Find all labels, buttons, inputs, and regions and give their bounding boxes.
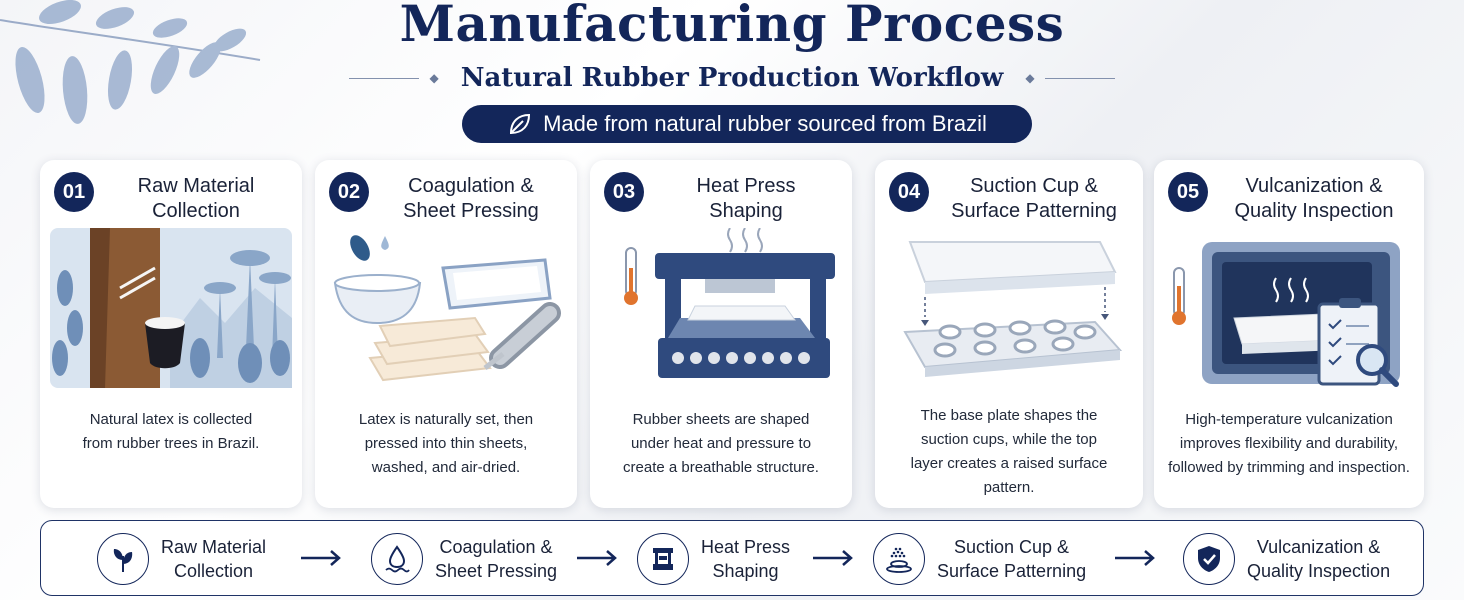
flow-step-raw-material: Raw Material Collection	[97, 529, 266, 589]
step-card-heat-press: 03 Heat Press Shaping Rubber sheets are …	[590, 160, 852, 508]
step-description: The base plate shapes the suction cups, …	[887, 404, 1131, 500]
desc-line: washed, and air-dried.	[371, 459, 521, 476]
flow-step-suction-cup: Suction Cup & Surface Patterning	[873, 529, 1086, 589]
rubber-tree-illustration	[50, 228, 292, 388]
page-title: Manufacturing Process	[399, 0, 1065, 53]
step-title-line: Sheet Pressing	[403, 200, 539, 222]
divider	[1044, 77, 1115, 79]
desc-line: pressed into thin sheets,	[364, 435, 528, 452]
desc-line: High-temperature vulcanization	[1185, 411, 1393, 428]
desc-line: The base plate shapes the	[920, 407, 1098, 424]
arrow-right-icon	[1115, 550, 1155, 566]
step-number: 02	[329, 172, 369, 212]
arrow-right-icon	[577, 550, 617, 566]
flow-label-line: Quality Inspection	[1247, 561, 1391, 581]
step-title: Coagulation & Sheet Pressing	[375, 174, 567, 224]
flow-label-line: Heat Press	[701, 537, 791, 557]
step-number: 04	[889, 172, 929, 212]
step-title-line: Heat Press	[696, 175, 796, 197]
step-card-vulcanization: 05 Vulcanization & Quality Inspection Hi…	[1154, 160, 1424, 508]
step-title: Vulcanization & Quality Inspection	[1214, 174, 1414, 224]
suction-cup-illustration	[903, 241, 1123, 377]
leaf-decoration	[0, 0, 261, 124]
shield-check-icon	[1198, 546, 1220, 572]
flow-step-label: Vulcanization & Quality Inspection	[1247, 535, 1390, 583]
heat-press-illustration	[624, 228, 835, 378]
flow-icon	[1183, 533, 1235, 585]
flow-step-coagulation: Coagulation & Sheet Pressing	[371, 529, 557, 589]
step-description: High-temperature vulcanization improves …	[1166, 408, 1412, 480]
step-title-line: Coagulation &	[408, 175, 534, 197]
arrow-right-icon	[301, 550, 341, 566]
flow-label-line: Suction Cup &	[954, 537, 1070, 557]
flow-label-line: Sheet Pressing	[435, 561, 558, 581]
coagulation-illustration	[333, 235, 561, 382]
desc-line: suction cups, while the top	[921, 431, 1097, 448]
step-card-raw-material: 01 Raw Material Collection Natural latex…	[40, 160, 302, 508]
desc-line: Latex is naturally set, then	[358, 411, 534, 428]
process-flow-bar: Raw Material Collection Coagulation & Sh…	[40, 520, 1424, 596]
origin-badge: Made from natural rubber sourced from Br…	[462, 105, 1032, 143]
page-subtitle: Natural Rubber Production Workflow	[460, 63, 1004, 93]
diamond-icon: ◆	[1025, 71, 1035, 85]
subtitle-row: ◆ Natural Rubber Production Workflow ◆	[0, 60, 1464, 96]
flow-icon	[873, 533, 925, 585]
leaf-icon	[510, 113, 531, 135]
desc-line: create a breathable structure.	[623, 459, 819, 476]
desc-line: layer creates a raised surface	[910, 455, 1108, 472]
step-title-line: Quality Inspection	[1234, 200, 1394, 222]
desc-line: pattern.	[983, 479, 1035, 496]
flow-label-line: Shaping	[712, 561, 779, 581]
step-title-line: Raw Material	[137, 175, 255, 197]
step-card-coagulation: 02 Coagulation & Sheet Pressing Latex is…	[315, 160, 577, 508]
step-title: Heat Press Shaping	[650, 174, 842, 224]
flow-step-heat-press: Heat Press Shaping	[637, 529, 790, 589]
diamond-icon: ◆	[429, 71, 439, 85]
leaf-icon	[113, 549, 133, 572]
flow-label-line: Vulcanization &	[1256, 537, 1381, 557]
step-title-line: Surface Patterning	[951, 200, 1117, 222]
step-description: Natural latex is collected from rubber t…	[52, 408, 290, 456]
origin-badge-text: Made from natural rubber sourced from Br…	[543, 111, 987, 136]
droplet-icon	[385, 545, 410, 573]
step-title-line: Vulcanization &	[1245, 175, 1383, 197]
step-number: 05	[1168, 172, 1208, 212]
step-description: Rubber sheets are shaped under heat and …	[602, 408, 840, 480]
divider	[349, 77, 420, 79]
arrow-right-icon	[813, 550, 853, 566]
desc-line: Rubber sheets are shaped	[632, 411, 810, 428]
step-title: Raw Material Collection	[100, 174, 292, 224]
step-title-line: Shaping	[709, 200, 783, 222]
step-description: Latex is naturally set, then pressed int…	[327, 408, 565, 480]
flow-step-label: Suction Cup & Surface Patterning	[937, 535, 1086, 583]
flow-label-line: Surface Patterning	[937, 561, 1087, 581]
flow-step-label: Coagulation & Sheet Pressing	[435, 535, 557, 583]
oven-inspection-illustration	[1172, 242, 1400, 387]
desc-line: from rubber trees in Brazil.	[82, 435, 260, 452]
step-title: Suction Cup & Surface Patterning	[935, 174, 1133, 224]
flow-label-line: Coagulation &	[439, 537, 553, 557]
desc-line: under heat and pressure to	[630, 435, 812, 452]
desc-line: improves flexibility and durability,	[1179, 435, 1399, 452]
flow-step-vulcanization: Vulcanization & Quality Inspection	[1183, 529, 1390, 589]
step-number: 03	[604, 172, 644, 212]
flow-icon	[371, 533, 423, 585]
flow-icon	[637, 533, 689, 585]
desc-line: followed by trimming and inspection.	[1168, 459, 1410, 476]
desc-line: Natural latex is collected	[89, 411, 253, 428]
flow-icon	[97, 533, 149, 585]
step-title-line: Suction Cup &	[970, 175, 1098, 197]
step-card-suction-cup: 04 Suction Cup & Surface Patterning The …	[875, 160, 1143, 508]
suction-cup-icon	[886, 547, 912, 573]
flow-label-line: Raw Material	[161, 537, 267, 557]
flow-step-label: Raw Material Collection	[161, 535, 266, 583]
flow-step-label: Heat Press Shaping	[701, 535, 790, 583]
step-number: 01	[54, 172, 94, 212]
flow-label-line: Collection	[173, 561, 254, 581]
press-icon	[653, 548, 673, 570]
step-title-line: Collection	[152, 200, 240, 222]
